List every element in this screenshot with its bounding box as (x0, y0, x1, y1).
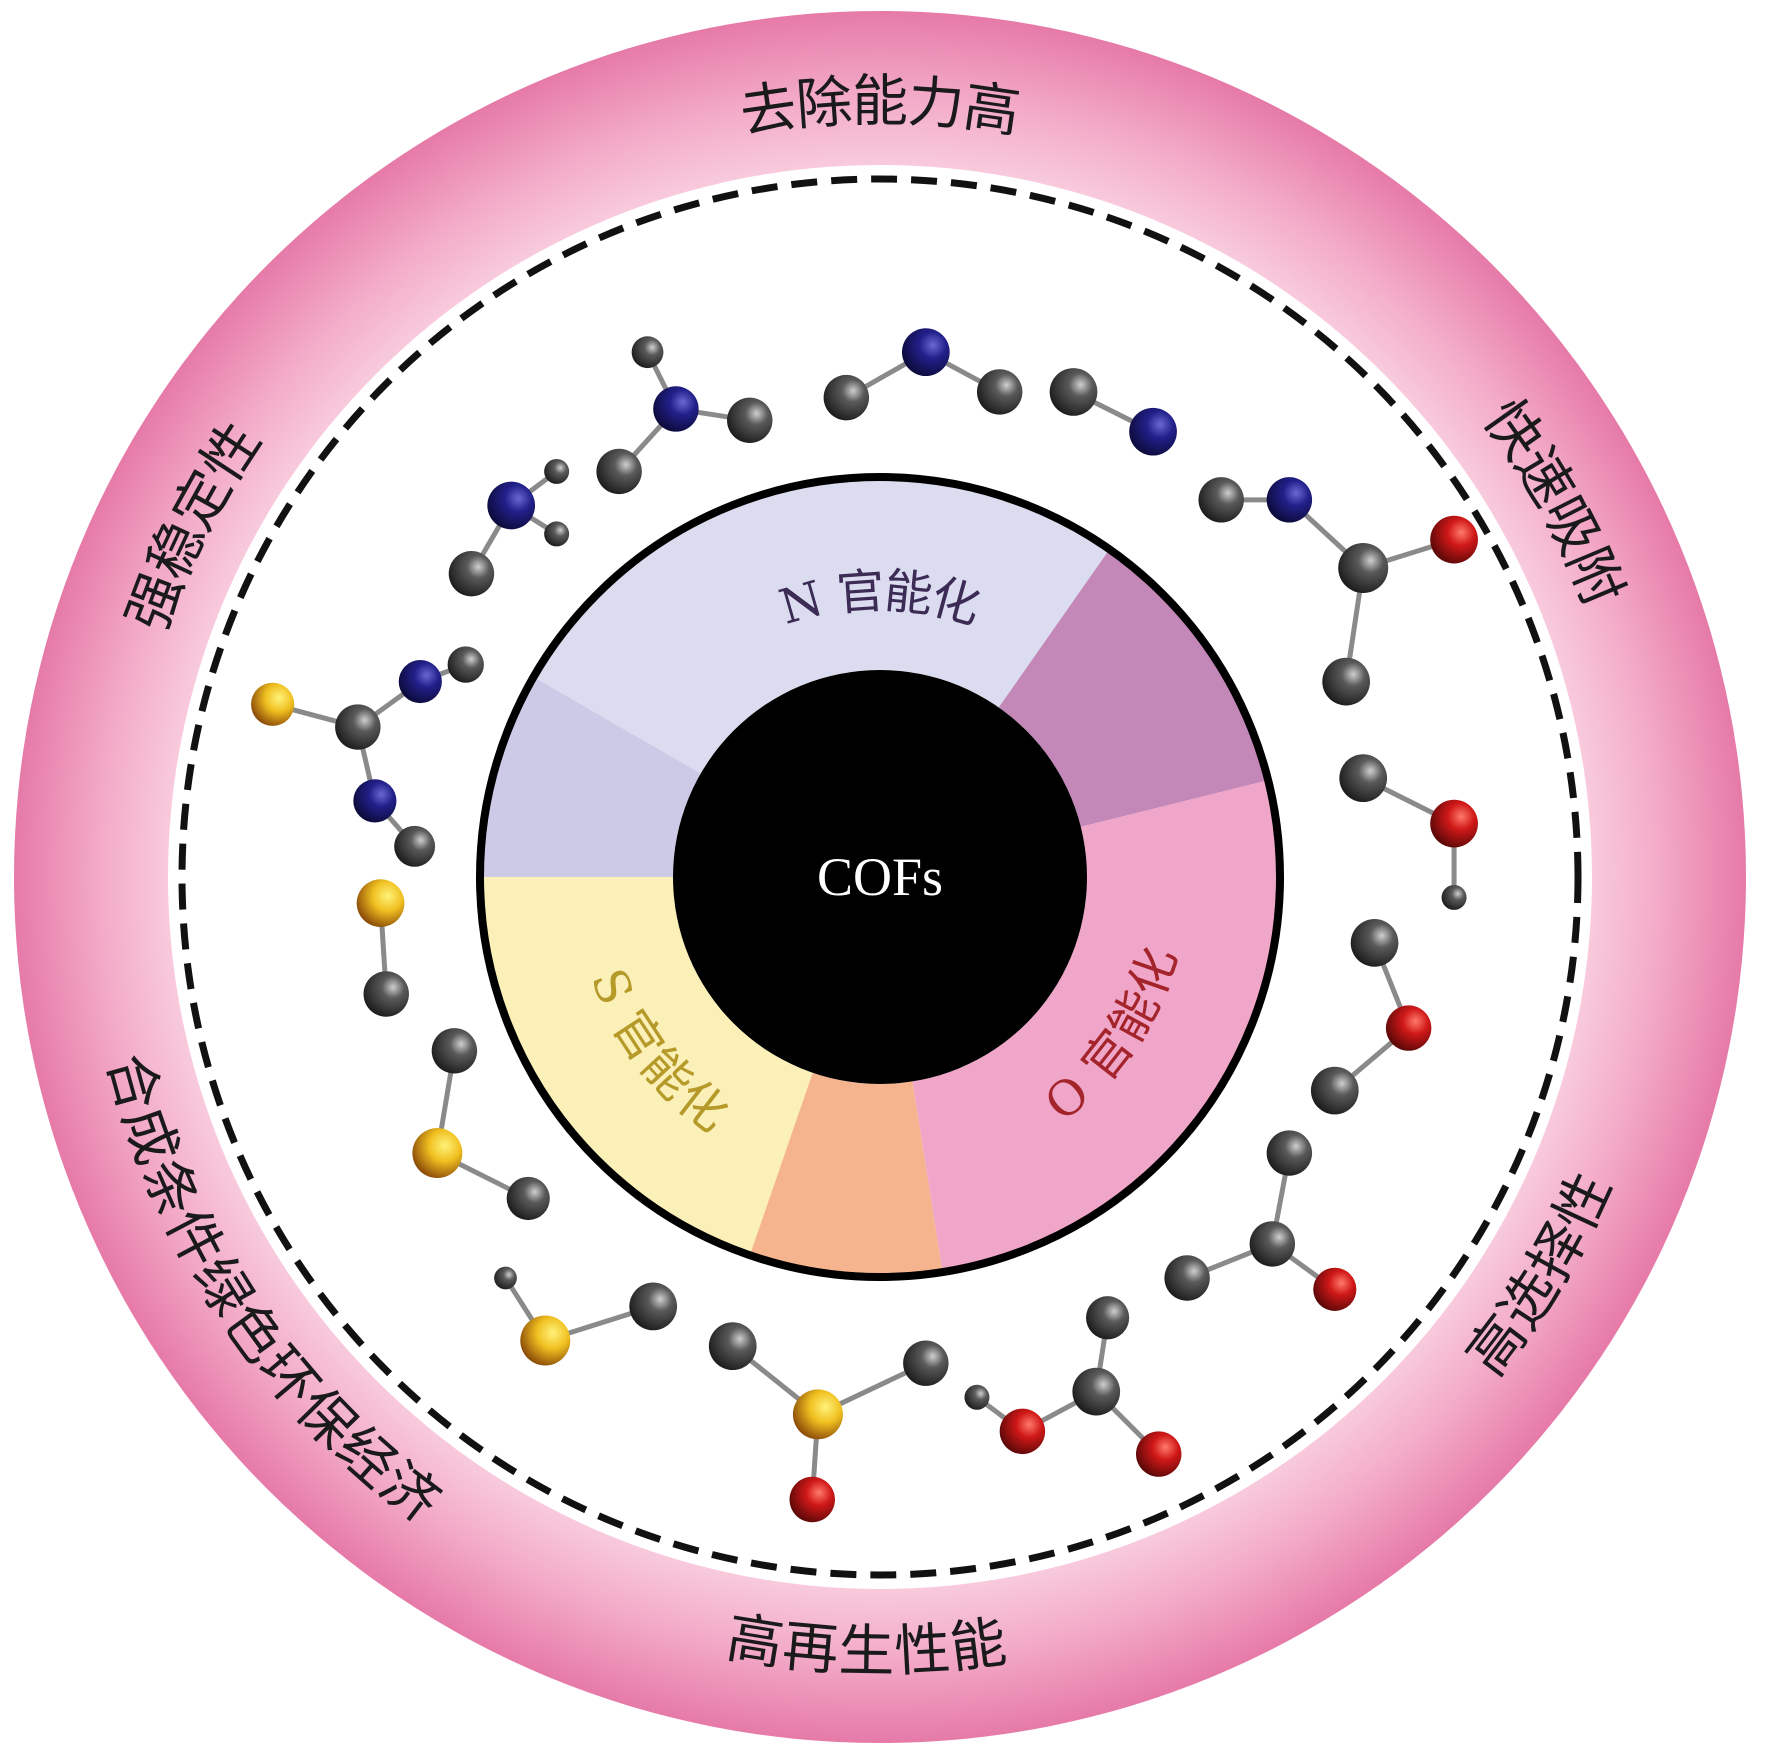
cofs-label: COFs (817, 847, 943, 907)
functionalization-ring (476, 473, 1284, 1281)
carbon-atom (506, 1176, 550, 1221)
carbon-atom (1266, 1130, 1313, 1176)
sulfur-atom (251, 682, 295, 726)
segment-o-functionalization (912, 780, 1280, 1273)
carbon-atom (1072, 1367, 1121, 1416)
nitrogen-atom (353, 779, 397, 823)
sulfur-atom (356, 879, 405, 927)
carbon-atom (1198, 477, 1244, 523)
nitrogen-atom (487, 481, 536, 530)
carbon-atom (544, 521, 570, 547)
oxygen-atom (1313, 1267, 1357, 1311)
carbon-atom (544, 458, 570, 484)
carbon-atom (823, 374, 870, 421)
nitrogen-atom (1266, 477, 1313, 523)
carbon-atom (1249, 1221, 1296, 1267)
carbon-atom (335, 704, 381, 750)
nitrogen-atom (901, 328, 950, 377)
carbon-atom (1339, 754, 1388, 803)
carbon-atom (1350, 919, 1399, 967)
oxygen-atom (1430, 799, 1478, 848)
carbon-atom (1164, 1255, 1210, 1301)
ring-border (476, 473, 1284, 1281)
carbon-atom (708, 1322, 757, 1371)
sulfur-atom (412, 1128, 463, 1179)
carbon-atom (1086, 1296, 1130, 1340)
carbon-atom (494, 1266, 517, 1290)
carbon-atom (448, 550, 495, 597)
carbon-atom (964, 1384, 990, 1410)
oxygen-atom (1385, 1005, 1432, 1051)
carbon-atom (596, 448, 642, 495)
oxygen-atom (999, 1408, 1046, 1455)
segment-lavender (480, 677, 701, 877)
oxygen-atom (1136, 1431, 1182, 1477)
carbon-atom (447, 646, 484, 683)
carbon-atom (394, 825, 436, 867)
sulfur-atom (520, 1315, 571, 1366)
carbon-atom (1049, 368, 1098, 416)
segment-purple (998, 549, 1269, 827)
carbon-atom (727, 397, 773, 444)
nitrogen-atom (398, 660, 442, 704)
carbon-atom (1338, 543, 1389, 593)
carbon-atom (631, 336, 664, 369)
carbon-atom (976, 369, 1023, 415)
nitrogen-atom (653, 386, 699, 432)
sulfur-atom (792, 1389, 843, 1440)
segment-orange (749, 1072, 943, 1278)
dashed-boundary (178, 175, 1582, 1579)
carbon-atom (1322, 657, 1371, 706)
carbon-atom (1441, 884, 1467, 910)
cofs-core (673, 670, 1087, 1084)
property-high-removal: 去除能力高 (736, 69, 1024, 146)
nitrogen-atom (1129, 407, 1177, 456)
carbon-atom (1310, 1066, 1359, 1115)
carbon-atom (629, 1282, 678, 1331)
carbon-atom (363, 971, 409, 1017)
segment-n-functionalization (533, 477, 1110, 774)
segment-s-functionalization (480, 877, 813, 1256)
property-text: 去除能力高 (736, 69, 1024, 146)
oxygen-atom (1430, 515, 1478, 564)
carbon-atom (431, 1028, 478, 1074)
oxygen-atom (789, 1476, 835, 1523)
functional-group-molecules (251, 328, 1478, 1523)
carbon-atom (903, 1340, 949, 1386)
